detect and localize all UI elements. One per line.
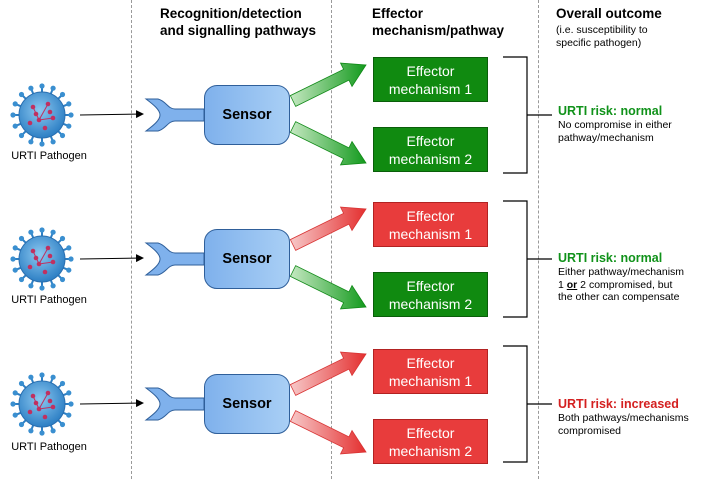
outcome-3: URTI risk: increased Both pathways/mecha… <box>558 397 708 437</box>
sensor-3: Sensor <box>204 374 290 434</box>
receptor-icon-2 <box>144 242 205 276</box>
signal-arrow-1-2 <box>289 121 367 166</box>
divider-3 <box>538 0 539 479</box>
pathogen-label-1: URTI Pathogen <box>11 150 87 162</box>
sensor-1: Sensor <box>204 85 290 145</box>
outcome-1: URTI risk: normal No compromise in eithe… <box>558 104 708 144</box>
outcome-bracket-2 <box>503 200 552 318</box>
emphasis-or: or <box>566 278 578 291</box>
risk-desc-2: Either pathway/mechanism 1 or 2 compromi… <box>558 266 708 304</box>
pathogen-arrow-3 <box>79 399 144 408</box>
header-outcome: Overall outcome <box>556 6 662 21</box>
receptor-icon-1 <box>144 98 205 132</box>
risk-title-2: URTI risk: normal <box>558 251 663 265</box>
sensor-2: Sensor <box>204 229 290 289</box>
signal-arrow-1-1 <box>289 62 367 107</box>
divider-2 <box>331 0 332 479</box>
risk-desc-1: No compromise in either pathway/mechanis… <box>558 119 672 144</box>
virus-icon-3 <box>10 372 74 436</box>
pathogen-arrow-1 <box>79 110 144 119</box>
outcome-bracket-1 <box>503 56 552 174</box>
outcome-2: URTI risk: normal Either pathway/mechani… <box>558 251 708 304</box>
virus-icon-2 <box>10 227 74 291</box>
outcome-bracket-3 <box>503 345 552 463</box>
virus-icon-1 <box>10 83 74 147</box>
pathogen-arrow-2 <box>79 254 144 263</box>
risk-title-3: URTI risk: increased <box>558 397 679 411</box>
signal-arrow-3-2 <box>289 410 367 455</box>
signal-arrow-3-1 <box>289 351 367 396</box>
risk-desc-3: Both pathways/mechanisms compromised <box>558 412 689 437</box>
header-outcome-sub: (i.e. susceptibility to specific pathoge… <box>556 24 648 49</box>
risk-title-1: URTI risk: normal <box>558 104 663 118</box>
receptor-icon-3 <box>144 387 205 421</box>
signal-arrow-2-1 <box>289 206 367 251</box>
risk-desc-2-line2: 1 or 2 compromised, but <box>558 278 673 291</box>
pathogen-label-2: URTI Pathogen <box>11 294 87 306</box>
pathogen-label-3: URTI Pathogen <box>11 441 87 453</box>
signal-arrow-2-2 <box>289 265 367 310</box>
divider-1 <box>131 0 132 479</box>
header-effector: Effector mechanism/pathway <box>372 6 505 38</box>
header-recognition: Recognition/detection and signalling pat… <box>160 6 317 38</box>
